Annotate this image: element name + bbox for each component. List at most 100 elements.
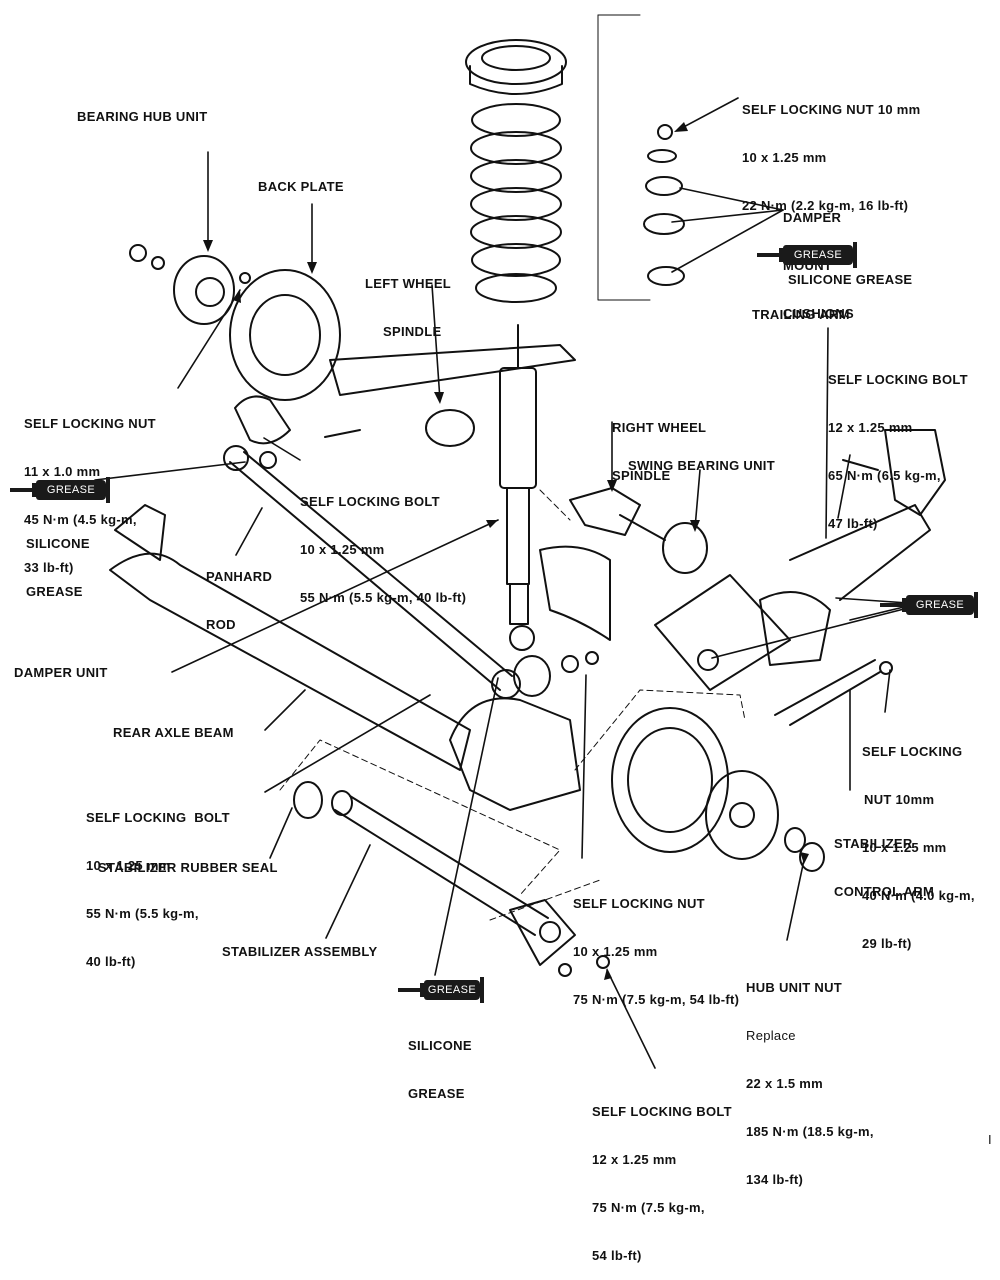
- label-silicone-grease-top-right: SILICONE GREASE: [788, 272, 913, 287]
- label-line: RIGHT WHEEL: [612, 420, 707, 435]
- grease-tube-crimp: [853, 242, 857, 268]
- label-line: SELF LOCKING BOLT: [86, 810, 230, 825]
- label-line: SILICONE: [26, 536, 90, 551]
- rear-axle-beam: [109, 504, 599, 811]
- label-line: 22 N·m (2.2 kg-m, 16 lb-ft): [742, 198, 909, 213]
- stabilizer: [293, 781, 610, 977]
- grease-tube-nozzle: [757, 253, 783, 257]
- mount-cushions: [597, 14, 685, 301]
- label-line: SELF LOCKING NUT: [573, 896, 705, 911]
- label-silicone-grease-left: SILICONE GREASE: [26, 504, 90, 616]
- label-line: 10 x 1.25 mm: [300, 542, 385, 557]
- label-line: 185 N·m (18.5 kg-m,: [746, 1124, 874, 1139]
- label-line: CONTROL ARM: [834, 884, 935, 899]
- label-line: 12 x 1.25 mm: [592, 1152, 677, 1167]
- label-line: SELF LOCKING NUT: [24, 416, 156, 431]
- grease-tube-crimp: [480, 977, 484, 1003]
- label-self-locking-nut-10mm-top: SELF LOCKING NUT 10 mm 10 x 1.25 mm 22 N…: [742, 70, 921, 230]
- phantom-guides: [279, 489, 746, 921]
- label-line: GREASE: [408, 1086, 465, 1101]
- label-self-locking-nut-10mm-right: SELF LOCKING NUT 10mm 10 x 1.25 mm 40 N·…: [862, 712, 975, 968]
- panhard-rod: [223, 344, 576, 699]
- label-bearing-hub-unit: BEARING HUB UNIT: [77, 109, 208, 124]
- label-self-locking-bolt-10-lower: SELF LOCKING BOLT 10 x 1.25 mm 55 N·m (5…: [86, 778, 230, 986]
- label-line: 45 N·m (4.5 kg-m,: [24, 512, 137, 527]
- label-line: 10 x 1.25 mm: [86, 858, 171, 873]
- label-line: SELF LOCKING NUT 10 mm: [742, 102, 921, 117]
- label-line: 47 lb-ft): [828, 516, 878, 531]
- label-line: STABILIZER: [834, 836, 913, 851]
- label-swing-bearing-unit: SWING BEARING UNIT: [628, 458, 775, 473]
- label-back-plate: BACK PLATE: [258, 179, 344, 194]
- label-self-locking-bolt-12-upper: SELF LOCKING BOLT 12 x 1.25 mm 65 N·m (6…: [828, 340, 968, 548]
- label-line: NUT 10mm: [864, 792, 935, 807]
- suspension-exploded-drawing: [94, 14, 946, 1069]
- label-line: CUSHIONS: [783, 306, 855, 321]
- grease-tube-nozzle: [398, 988, 424, 992]
- label-panhard-rod: PANHARD ROD: [206, 537, 272, 649]
- label-line: 65 N·m (6.5 kg-m,: [828, 468, 941, 483]
- label-self-locking-bolt-10-mid: SELF LOCKING BOLT 10 x 1.25 mm 55 N·m (5…: [300, 462, 466, 622]
- label-left-wheel-spindle: LEFT WHEEL SPINDLE: [365, 244, 451, 356]
- label-stabilizer-rubber-seal: STABILIZER RUBBER SEAL: [98, 860, 278, 875]
- label-self-locking-nut-10-lower: SELF LOCKING NUT 10 x 1.25 mm 75 N·m (7.…: [573, 864, 739, 1024]
- grease-tube-nozzle: [880, 603, 906, 607]
- label-line: 22 x 1.5 mm: [746, 1076, 824, 1091]
- label-line: ROD: [206, 617, 236, 632]
- grease-tube-crimp: [974, 592, 978, 618]
- damper: [499, 324, 537, 651]
- label-line: 75 N·m (7.5 kg-m,: [592, 1200, 705, 1215]
- label-line: SELF LOCKING BOLT: [300, 494, 440, 509]
- label-line: Replace: [746, 1028, 796, 1043]
- grease-tube-nozzle: [10, 488, 36, 492]
- grease-tube-label: GREASE: [36, 480, 106, 500]
- arrowheads: [203, 122, 809, 980]
- label-line: 33 lb-ft): [24, 560, 74, 575]
- leader-lines: [94, 97, 909, 1069]
- label-right-wheel-spindle: RIGHT WHEEL SPINDLE: [612, 388, 706, 500]
- label-damper-unit: DAMPER UNIT: [14, 665, 108, 680]
- label-rear-axle-beam: REAR AXLE BEAM: [113, 725, 234, 740]
- label-line: 10 x 1.25 mm: [573, 944, 658, 959]
- right-side-assembly: [324, 429, 946, 872]
- label-line: 40 lb-ft): [86, 954, 136, 969]
- label-line: 55 N·m (5.5 kg-m,: [86, 906, 199, 921]
- label-line: 75 N·m (7.5 kg-m, 54 lb-ft): [573, 992, 740, 1007]
- label-line: LEFT WHEEL: [365, 276, 452, 291]
- label-line: 29 lb-ft): [862, 936, 912, 951]
- label-line: SPINDLE: [612, 468, 671, 483]
- label-line: SPINDLE: [383, 324, 442, 339]
- label-line: 55 N·m (5.5 kg-m, 40 lb-ft): [300, 590, 467, 605]
- label-line: 10 x 1.25 mm: [862, 840, 947, 855]
- label-line: SELF LOCKING BOLT: [828, 372, 968, 387]
- grease-tube-cap: [32, 483, 38, 497]
- label-line: 54 lb-ft): [592, 1248, 642, 1263]
- label-line: 12 x 1.25 mm: [828, 420, 913, 435]
- label-line: SELF LOCKING: [862, 744, 963, 759]
- grease-tube-label: GREASE: [783, 245, 853, 265]
- label-hub-unit-nut: HUB UNIT NUT Replace 22 x 1.5 mm 185 N·m…: [746, 948, 874, 1204]
- grease-tube-cap: [420, 983, 426, 997]
- label-trailing-arm: TRAILING ARM: [752, 307, 850, 322]
- label-line: GREASE: [26, 584, 83, 599]
- coil-spring: [465, 39, 567, 303]
- grease-tube-label: GREASE: [424, 980, 480, 1000]
- label-stabilizer-assembly: STABILIZER ASSEMBLY: [222, 944, 378, 959]
- label-self-locking-bolt-12-bottom: SELF LOCKING BOLT 12 x 1.25 mm 75 N·m (7…: [592, 1072, 732, 1280]
- grease-tube-label: GREASE: [906, 595, 974, 615]
- label-line: 40 N·m (4.0 kg-m,: [862, 888, 975, 903]
- grease-tube-cap: [902, 598, 908, 612]
- label-line: 10 x 1.25 mm: [742, 150, 827, 165]
- label-line: PANHARD: [206, 569, 273, 584]
- grease-tube-cap: [779, 248, 785, 262]
- label-self-locking-nut-11: SELF LOCKING NUT 11 x 1.0 mm 45 N·m (4.5…: [24, 384, 156, 592]
- grease-tube-crimp: [106, 477, 110, 503]
- label-line: DAMPER: [783, 210, 842, 225]
- label-line: SILICONE: [408, 1038, 472, 1053]
- label-line: SELF LOCKING BOLT: [592, 1104, 732, 1119]
- label-line: 11 x 1.0 mm: [24, 464, 101, 479]
- label-silicone-grease-bottom: SILICONE GREASE: [408, 1006, 472, 1118]
- label-damper-mount-cushions: DAMPER MOUNT CUSHIONS: [783, 178, 854, 338]
- left-hub-backplate: [129, 244, 341, 401]
- label-stabilizer-control-arm: STABILIZER CONTROL ARM: [834, 804, 934, 916]
